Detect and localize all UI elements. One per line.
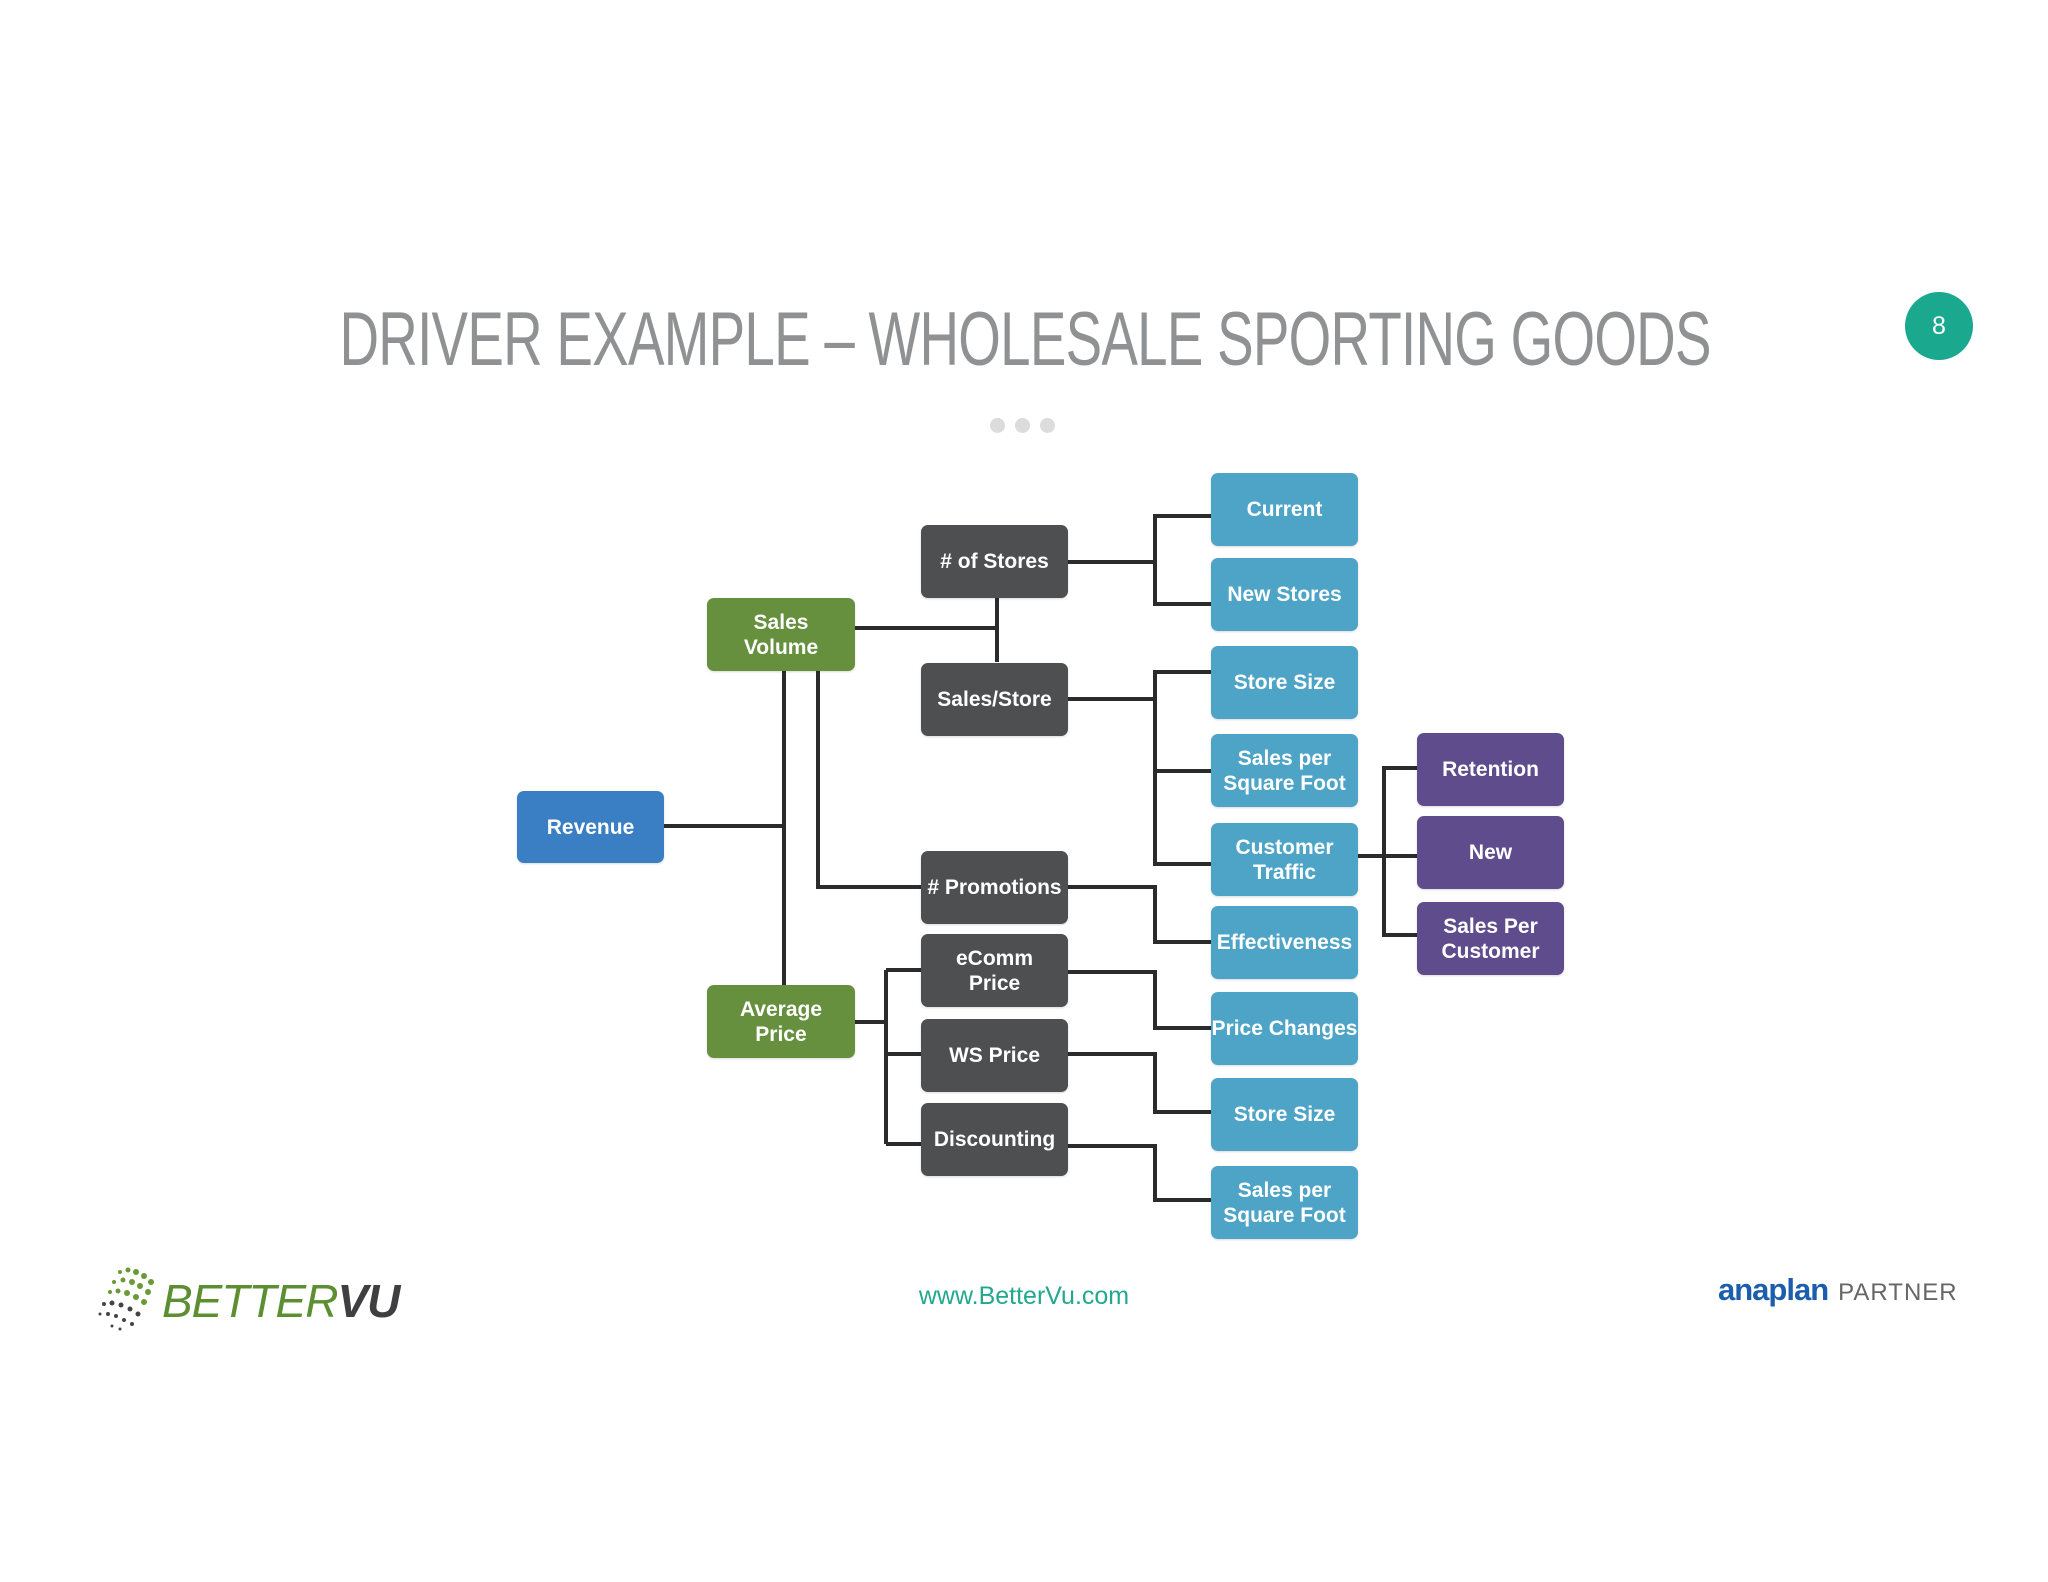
- connector-storesize2: [1067, 1052, 1211, 1114]
- node-num-promotions: # Promotions: [921, 851, 1068, 924]
- node-revenue: Revenue: [517, 791, 664, 863]
- node-customer-traffic: Customer Traffic: [1211, 823, 1358, 896]
- node-ws-price: WS Price: [921, 1019, 1068, 1092]
- footer-url[interactable]: www.BetterVu.com: [918, 1282, 1130, 1310]
- anaplan-logo: anaplan: [1718, 1272, 1829, 1307]
- connector-promotions: [816, 670, 921, 889]
- node-effectiveness: Effectiveness: [1211, 906, 1358, 979]
- node-average-price: Average Price: [707, 985, 855, 1058]
- node-sales-store: Sales/Store: [921, 663, 1068, 736]
- brand-wordmark: BETTERVU: [162, 1274, 400, 1328]
- node-sales-per-sqft-1: Sales per Square Foot: [1211, 734, 1358, 807]
- connector-current-newstores: [1153, 514, 1211, 606]
- divider-dot: [1015, 418, 1030, 433]
- node-current: Current: [1211, 473, 1358, 546]
- node-ecomm-price: eComm Price: [921, 934, 1068, 1007]
- node-sales-per-customer: Sales Per Customer: [1417, 902, 1564, 975]
- connector-spsf2: [1067, 1144, 1211, 1202]
- node-price-changes: Price Changes: [1211, 992, 1358, 1065]
- node-sales-volume: Sales Volume: [707, 598, 855, 671]
- node-store-size-2: Store Size: [1211, 1078, 1358, 1151]
- divider-dot: [990, 418, 1005, 433]
- node-new: New: [1417, 816, 1564, 889]
- connector-pricechanges: [1067, 970, 1211, 1030]
- node-retention: Retention: [1417, 733, 1564, 806]
- divider-dot: [1040, 418, 1055, 433]
- node-sales-per-sqft-2: Sales per Square Foot: [1211, 1166, 1358, 1239]
- node-num-stores: # of Stores: [921, 525, 1068, 598]
- page-title: DRIVER EXAMPLE – WHOLESALE SPORTING GOOD…: [339, 297, 1711, 382]
- brand-wordmark-light: BETTER: [162, 1275, 338, 1327]
- bettervu-logo-icon: [98, 1267, 154, 1331]
- node-discounting: Discounting: [921, 1103, 1068, 1176]
- brand-wordmark-bold: VU: [337, 1275, 400, 1327]
- page-number-badge: 8: [1905, 292, 1973, 360]
- connector-salesstore-bracket: [1153, 670, 1211, 866]
- connector-effectiveness: [1067, 885, 1211, 944]
- node-store-size-1: Store Size: [1211, 646, 1358, 719]
- partner-badge: anaplan PARTNER: [1718, 1272, 1958, 1308]
- partner-label: PARTNER: [1838, 1279, 1958, 1306]
- connector-purple-bracket: [1382, 766, 1417, 937]
- node-new-stores: New Stores: [1211, 558, 1358, 631]
